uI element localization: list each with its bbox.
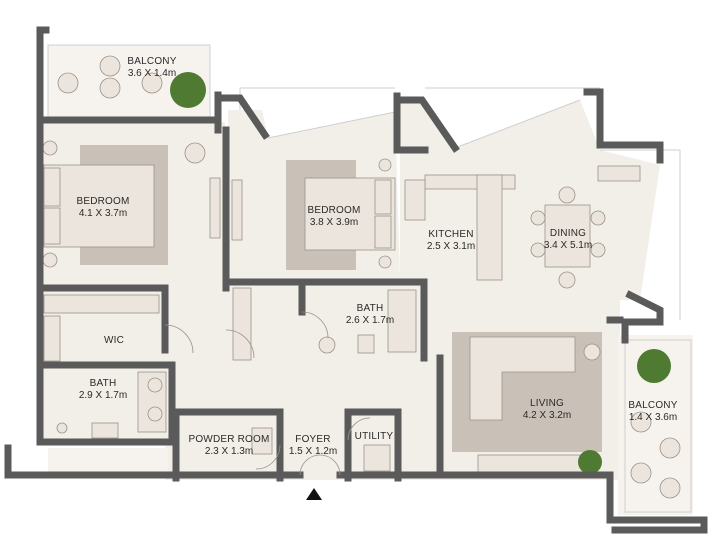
room-name: BEDROOM bbox=[76, 196, 130, 207]
room-dims: 4.2 X 3.2m bbox=[522, 410, 572, 421]
room-name: FOYER bbox=[295, 434, 331, 445]
room-name: BALCONY bbox=[127, 56, 177, 67]
room-name: POWDER ROOM bbox=[188, 434, 270, 445]
room-dims: 3.8 X 3.9m bbox=[309, 217, 359, 228]
room-label-dining: DINING 3.4 X 5.1m bbox=[544, 228, 592, 252]
room-label-kitchen: KITCHEN 2.5 X 3.1m bbox=[427, 229, 475, 253]
room-label-wic: WIC bbox=[104, 335, 124, 347]
room-label-powder-room: POWDER ROOM 2.3 X 1.3m bbox=[188, 434, 269, 458]
room-dims: 3.4 X 5.1m bbox=[543, 240, 593, 251]
room-name: LIVING bbox=[529, 398, 564, 409]
room-label-bedroom-1: BEDROOM 4.1 X 3.7m bbox=[76, 196, 129, 220]
room-label-balcony-right: BALCONY 1.4 X 3.6m bbox=[628, 400, 677, 424]
room-name: BATH bbox=[89, 378, 117, 389]
room-dims: 1.4 X 3.6m bbox=[628, 412, 678, 423]
bed-1 bbox=[43, 164, 155, 248]
glazing bbox=[47, 44, 692, 513]
room-name: DINING bbox=[549, 228, 587, 239]
room-name: BEDROOM bbox=[307, 205, 361, 216]
room-dims: 3.6 X 1.4m bbox=[127, 68, 177, 79]
doors bbox=[164, 311, 371, 476]
entry-arrow-icon bbox=[306, 488, 322, 500]
furniture bbox=[42, 55, 681, 499]
walls bbox=[4, 26, 708, 534]
room-dims: 2.3 X 1.3m bbox=[204, 446, 254, 457]
plant-icon bbox=[170, 72, 671, 474]
room-label-bedroom-2: BEDROOM 3.8 X 3.9m bbox=[307, 205, 360, 229]
room-name: KITCHEN bbox=[428, 229, 474, 240]
sofa bbox=[469, 336, 576, 421]
room-label-living: LIVING 4.2 X 3.2m bbox=[523, 398, 571, 422]
room-name: BATH bbox=[356, 303, 384, 314]
bathtub bbox=[387, 289, 417, 353]
room-dims: 4.1 X 3.7m bbox=[78, 208, 128, 219]
room-dims: 1.5 X 1.2m bbox=[288, 446, 338, 457]
room-dims: 2.5 X 3.1m bbox=[426, 241, 476, 252]
dining-table bbox=[544, 204, 591, 268]
room-label-foyer: FOYER 1.5 X 1.2m bbox=[289, 434, 337, 458]
room-label-utility: UTILITY bbox=[355, 431, 394, 443]
room-name: BALCONY bbox=[628, 400, 678, 411]
room-name: UTILITY bbox=[354, 431, 394, 442]
room-dims: 2.6 X 1.7m bbox=[345, 315, 395, 326]
room-name: WIC bbox=[103, 335, 125, 346]
room-label-bath-1: BATH 2.9 X 1.7m bbox=[79, 378, 127, 402]
room-label-bath-2: BATH 2.6 X 1.7m bbox=[346, 303, 394, 327]
room-label-balcony-top: BALCONY 3.6 X 1.4m bbox=[127, 56, 176, 80]
room-dims: 2.9 X 1.7m bbox=[78, 390, 128, 401]
